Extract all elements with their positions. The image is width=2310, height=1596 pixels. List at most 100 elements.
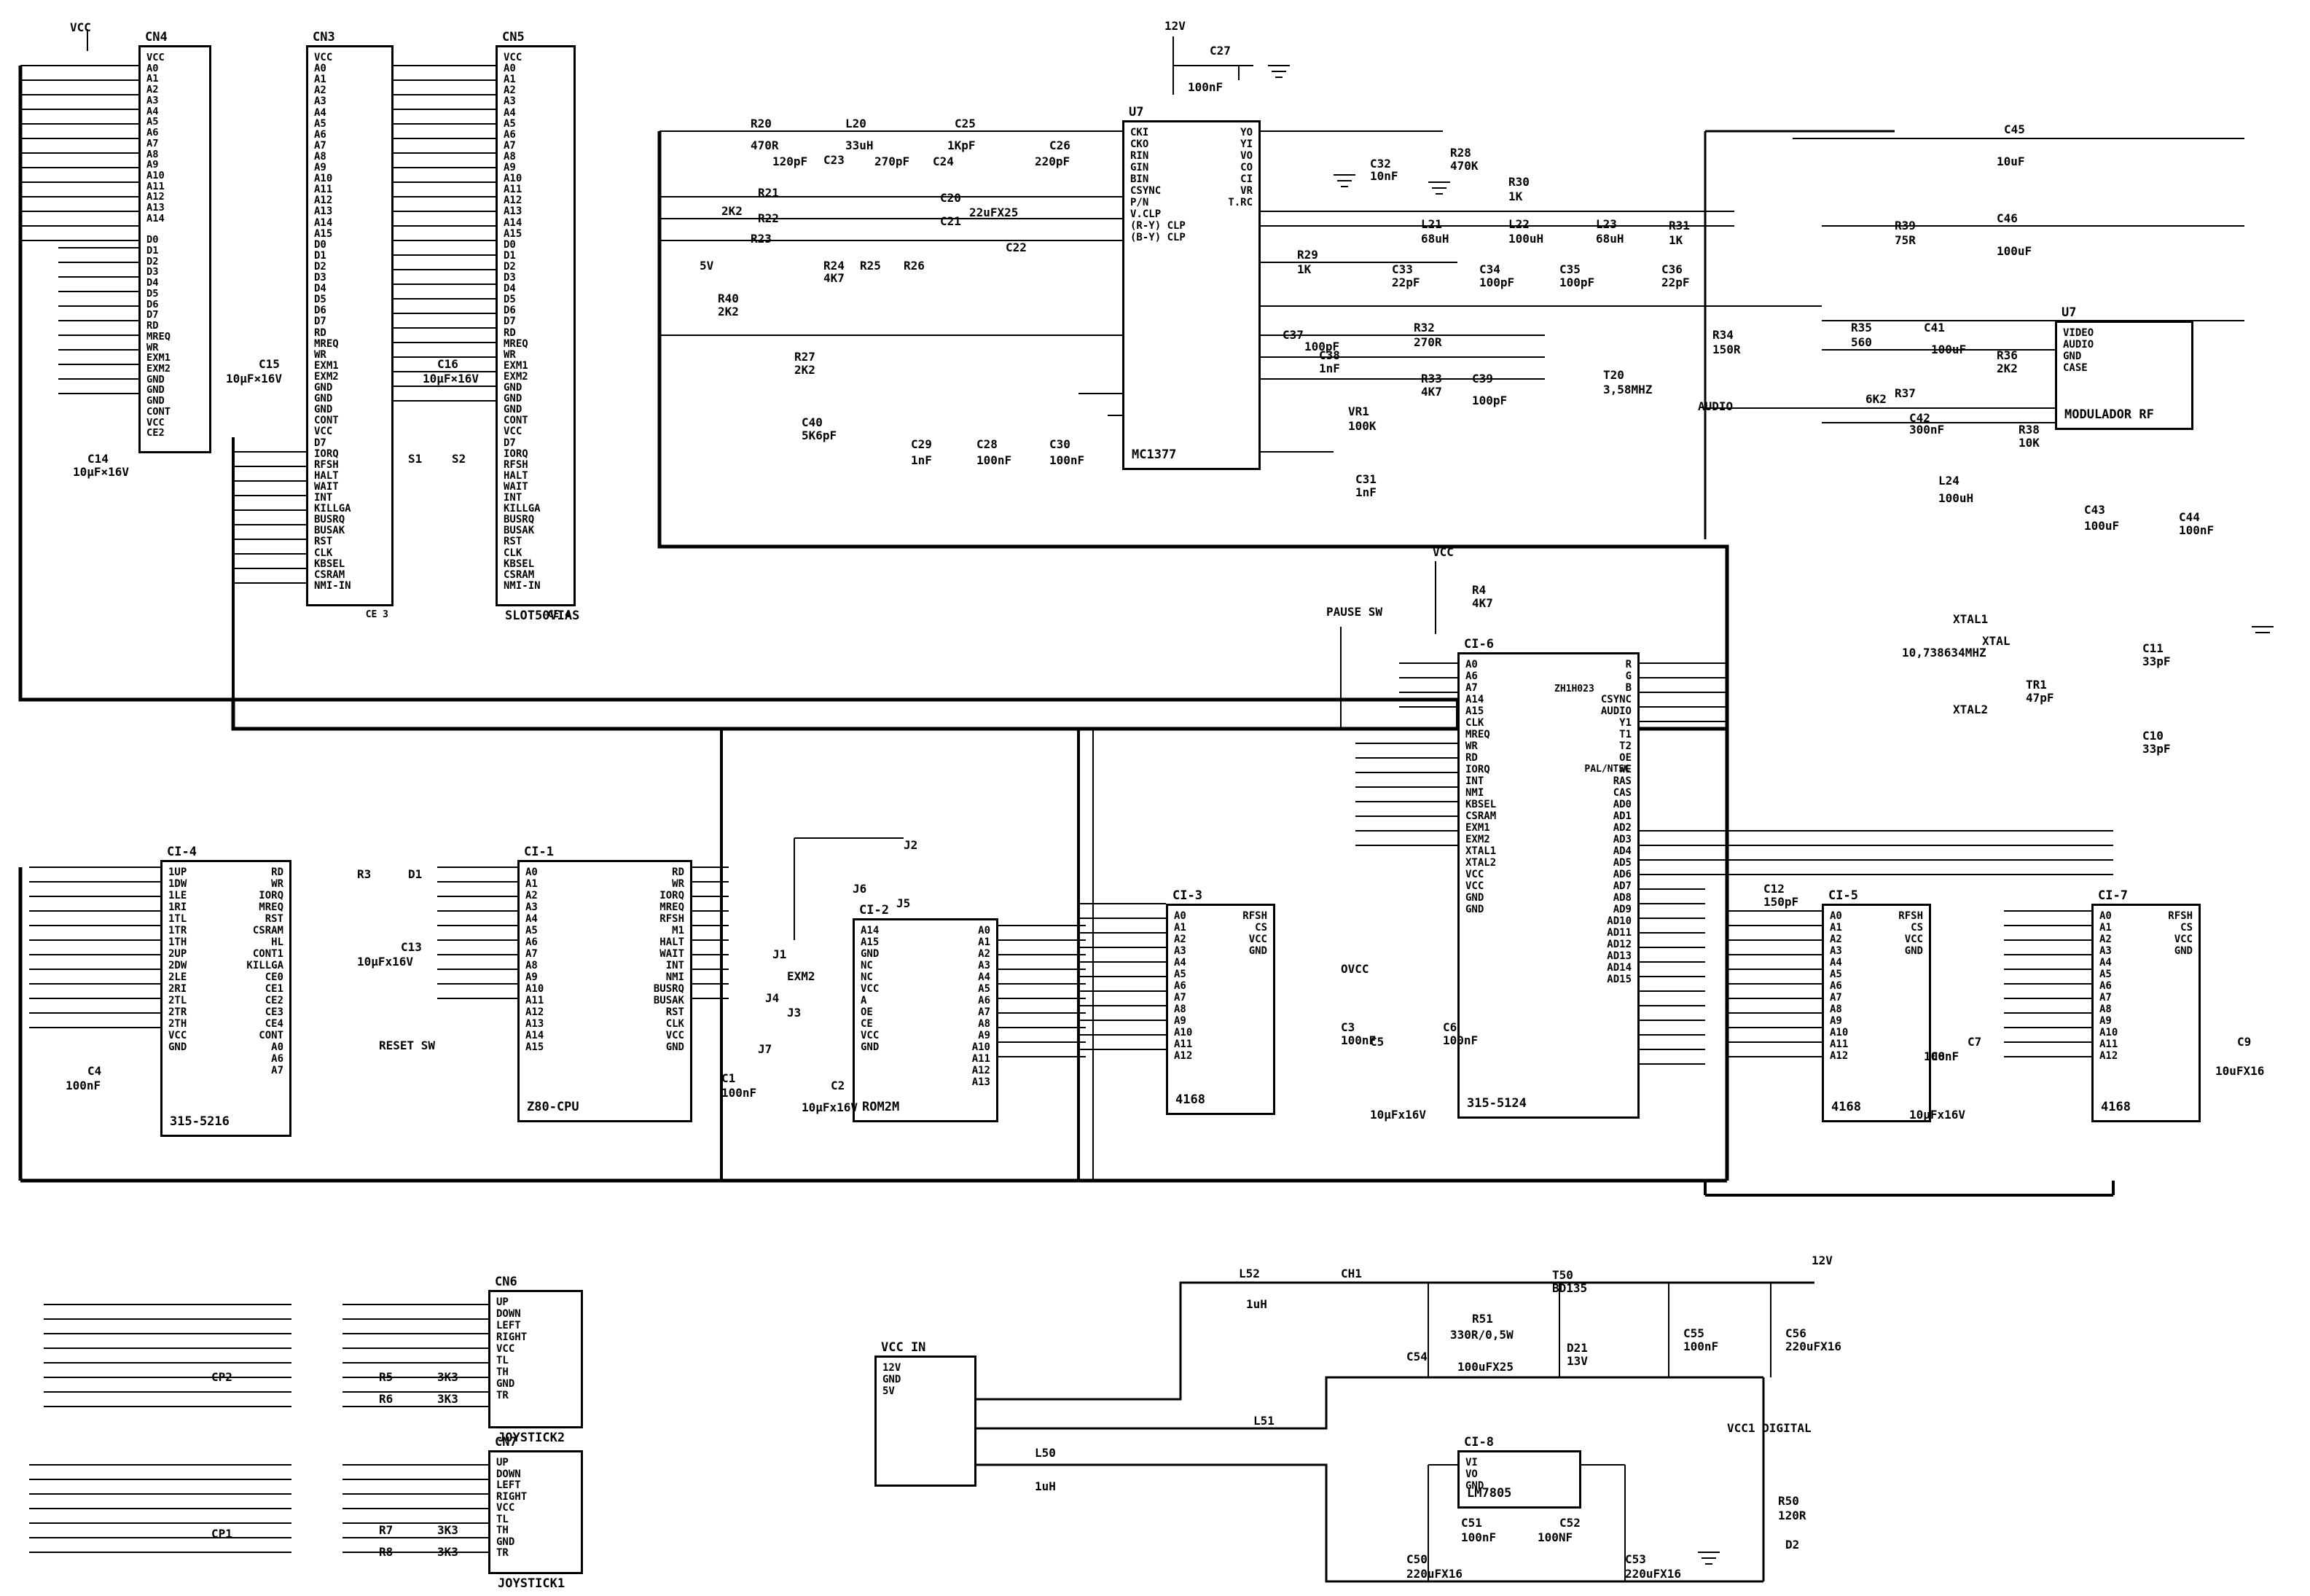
pin-label: A7 [525, 948, 538, 960]
part-label-c4: C4 [87, 1064, 102, 1078]
pin-label: GND [1465, 892, 1484, 904]
part-label-j4: J4 [765, 991, 780, 1005]
part-label-tr1v: 47pF [2026, 691, 2054, 705]
pin-label: MREQ [659, 901, 684, 913]
part-label-r51: R51 [1472, 1312, 1493, 1326]
pin-label: KBSEL [1465, 799, 1497, 810]
pin-label: A4 [1174, 957, 1186, 969]
pin-label: BUSRQ [653, 983, 684, 995]
component-ref: CN7 [495, 1435, 517, 1450]
pin-label: VCC [496, 1502, 515, 1514]
pin-label: CSYNC [1130, 185, 1162, 197]
part-label-ovcc: OVCC [1341, 962, 1369, 976]
pin-label: AD0 [1613, 799, 1632, 810]
pin-label: VCC [496, 1343, 515, 1355]
pin-label: A3 [504, 95, 516, 108]
pin-label: A8 [146, 148, 159, 160]
pin-label: A6 [1830, 980, 1842, 992]
pin-label: GND [496, 1536, 515, 1548]
pin-label: VIDEO [2063, 327, 2094, 339]
part-label-r40: R40 [718, 292, 739, 305]
pin-label: A4 [525, 913, 538, 925]
pin-label: TL [496, 1355, 509, 1366]
pin-label: RD [271, 867, 283, 878]
part-label-c55: C55 [1683, 1326, 1704, 1340]
pin-label: A7 [314, 139, 326, 152]
part-label-connectors-cn6-res1: R5 [379, 1370, 394, 1384]
part-label-c13v: 10μFx16V [357, 955, 414, 969]
part-label-c46: C46 [1997, 211, 2018, 225]
pin-label: GND [861, 1041, 880, 1053]
pin-label: A7 [2099, 992, 2112, 1004]
pin-label: D7 [504, 437, 516, 449]
part-label-l20: L20 [845, 117, 866, 130]
pin-label: RIGHT [496, 1490, 528, 1503]
pin-label: RD [672, 867, 684, 878]
part-label-c25v: 1KpF [947, 138, 976, 152]
pin-label: GND [1248, 945, 1267, 957]
part-label-l21: L21 [1421, 217, 1442, 231]
part-label-r37v: 6K2 [1865, 392, 1887, 406]
pin-label: CE4 [265, 1018, 283, 1030]
pin-label: D1 [146, 245, 159, 257]
pin-label: EXM1 [504, 359, 528, 372]
pin-label: A11 [504, 184, 522, 196]
pin-label: AD1 [1613, 810, 1632, 822]
pin-label: CE3 [265, 1006, 283, 1018]
pin-label: RST [265, 913, 283, 925]
pin-label: A10 [2099, 1027, 2118, 1038]
pin-label: RAS [1613, 775, 1632, 787]
part-label-c2v: 10μFx16V [802, 1100, 858, 1114]
pin-label: YO [1240, 127, 1253, 138]
pin-label: VCC [1904, 934, 1923, 945]
part-label-c27: C27 [1210, 44, 1231, 58]
pin-label: A0 [146, 62, 159, 74]
component-part: LM7805 [1467, 1486, 1512, 1501]
pin-label: A1 [1830, 922, 1842, 934]
pin-label: A1 [314, 74, 326, 86]
part-label-c43: C43 [2084, 503, 2105, 517]
part-label-d21v: 13V [1567, 1354, 1588, 1368]
pin-label: CE [861, 1018, 873, 1030]
part-label-tr1: TR1 [2026, 678, 2047, 692]
part-label-c7v: 100nF [1924, 1049, 1959, 1063]
part-label-ch1: CH1 [1341, 1267, 1362, 1280]
part-label-l52: L52 [1239, 1267, 1260, 1280]
part-label-r20v: 470R [751, 138, 779, 152]
pin-label: GND [146, 384, 165, 396]
component-side: ZH1H023 [1554, 684, 1594, 695]
part-label-c54v: 100uFX25 [1457, 1360, 1514, 1374]
pin-label: AD6 [1613, 869, 1632, 880]
part-label-c43v: 100uF [2084, 519, 2120, 533]
pin-label: RIN [1130, 150, 1149, 162]
pin-label: A8 [1830, 1004, 1842, 1015]
pin-label: A1 [1174, 922, 1186, 934]
component-name: JOYSTICK2 [498, 1431, 565, 1445]
pin-label: CONT [504, 415, 528, 427]
pin-label: GND [314, 382, 333, 394]
part-label-c50v: 220uFX16 [1406, 1567, 1463, 1581]
pin-label: RD [504, 326, 516, 339]
part-label-c8: C8 [1931, 1049, 1946, 1063]
part-label-c31v: 1nF [1355, 485, 1377, 499]
part-label-c34: C34 [1479, 262, 1500, 276]
part-label-r37: R37 [1895, 386, 1916, 400]
pin-label: D6 [314, 305, 326, 317]
pin-label: Y1 [1619, 717, 1632, 729]
part-label-c11v: 33pF [2142, 654, 2171, 668]
component-part: 315-5124 [1467, 1096, 1527, 1111]
part-label-c27v: 100nF [1188, 80, 1223, 94]
component-ref: CI-2 [859, 903, 889, 918]
pin-label: TH [496, 1525, 509, 1537]
component-ref: U7 [1129, 105, 1144, 120]
pin-label: M1 [672, 925, 684, 936]
pin-label: A12 [2099, 1050, 2118, 1062]
part-label-connectors-cn4-cap: C14 [87, 452, 109, 466]
part-label-c5: C5 [1370, 1035, 1385, 1049]
part-label-connectors-cn5-cap_value: 10μF×16V [423, 372, 479, 386]
pin-label: VCC [2174, 934, 2193, 945]
pin-label: A4 [1830, 957, 1842, 969]
pin-label: AD5 [1613, 857, 1632, 869]
